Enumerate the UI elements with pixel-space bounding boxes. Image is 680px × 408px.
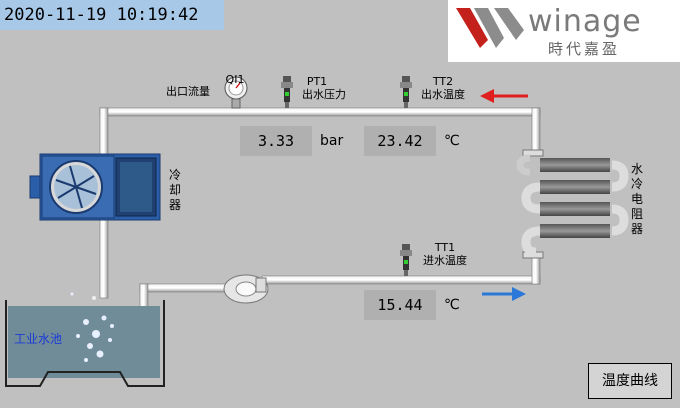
inlet-temp-transmitter bbox=[400, 244, 412, 276]
tt1-desc-label: 进水温度 bbox=[423, 254, 467, 267]
outlet-temp-value: 23.42 bbox=[364, 126, 436, 156]
inlet-temp-value: 15.44 bbox=[364, 290, 436, 320]
inlet-temp-unit: ℃ bbox=[444, 297, 460, 313]
cooler-unit bbox=[29, 153, 161, 221]
logo-mark-icon bbox=[456, 8, 524, 48]
pressure-transmitter bbox=[281, 76, 293, 108]
water-pump bbox=[223, 274, 269, 304]
tt2-desc-label: 出水温度 bbox=[421, 88, 465, 101]
outlet-temp-transmitter bbox=[400, 76, 412, 108]
qi1-tag-label: QI1 bbox=[225, 73, 245, 86]
pressure-unit: bar bbox=[320, 133, 344, 149]
temperature-curve-button[interactable]: 温度曲线 bbox=[588, 363, 672, 399]
company-logo bbox=[448, 0, 680, 62]
qi1-desc-label: 出口流量 bbox=[166, 85, 210, 98]
pressure-value: 3.33 bbox=[240, 126, 312, 156]
tt2-tag-label: TT2 bbox=[432, 75, 454, 88]
logo-wordmark: winage bbox=[528, 4, 642, 39]
pt1-tag-label: PT1 bbox=[306, 75, 328, 88]
resistor-label: 水冷电阻器 bbox=[630, 162, 643, 236]
outlet-temp-unit: ℃ bbox=[444, 133, 460, 149]
pt1-desc-label: 出水压力 bbox=[302, 88, 346, 101]
inlet-pipe bbox=[261, 275, 541, 285]
datetime-display: 2020-11-19 10:19:42 bbox=[0, 0, 224, 30]
outlet-pipe bbox=[99, 107, 541, 117]
cooler-label: 冷却器 bbox=[168, 168, 181, 212]
inlet-flow-arrow bbox=[482, 287, 526, 301]
water-cooled-resistor bbox=[516, 149, 629, 259]
outlet-flow-arrow bbox=[480, 89, 528, 103]
industrial-water-pool bbox=[5, 292, 165, 387]
tt1-tag-label: TT1 bbox=[434, 241, 456, 254]
flow-meter-gauge bbox=[224, 76, 248, 109]
logo-chinese-name: 時代嘉盈 bbox=[548, 40, 621, 58]
pool-label: 工业水池 bbox=[14, 332, 63, 346]
